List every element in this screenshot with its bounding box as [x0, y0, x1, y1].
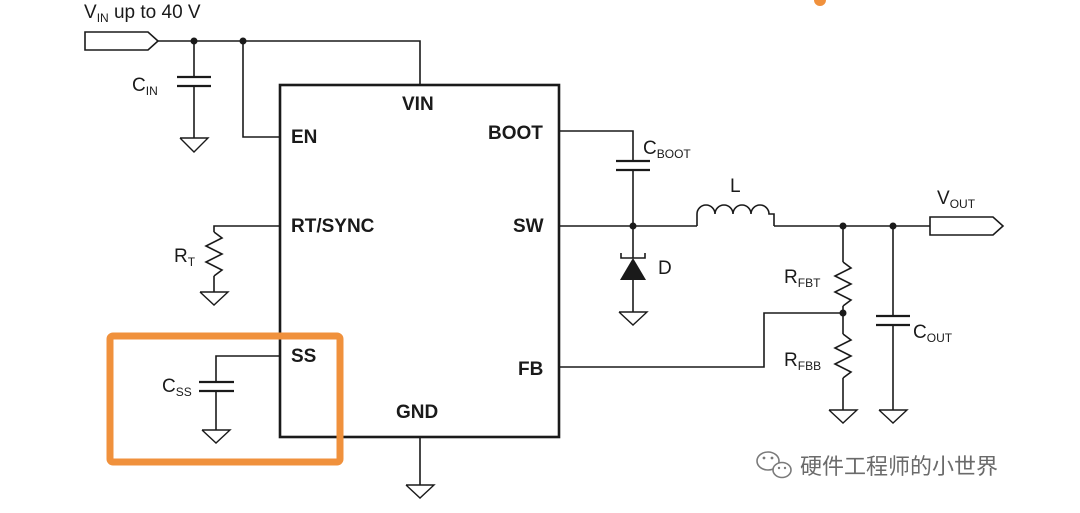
decorative-dot	[814, 0, 826, 6]
rfbt-resistor	[833, 261, 853, 307]
pin-vin: VIN	[402, 94, 434, 115]
en-wire	[242, 41, 280, 138]
wechat-icon	[756, 451, 792, 479]
pin-gnd: GND	[396, 402, 438, 423]
rfbb-resistor	[833, 333, 853, 379]
pin-ss: SS	[291, 346, 316, 367]
vout-label: VOUT	[937, 188, 976, 211]
ground-icon	[199, 291, 230, 306]
inductor-icon	[696, 204, 775, 226]
ic-body	[278, 83, 561, 439]
ground-icon	[618, 311, 649, 326]
cboot-label: CBOOT	[643, 138, 691, 161]
rfbb-label: RFBB	[784, 350, 821, 373]
pin-sw: SW	[513, 216, 544, 237]
rt-label: RT	[174, 246, 196, 269]
inductor-label: L	[730, 176, 741, 197]
cin-label: CIN	[132, 75, 158, 98]
ground-icon	[201, 429, 232, 444]
rfbt-label: RFBT	[784, 267, 821, 290]
ground-icon	[405, 484, 436, 499]
ss-highlight-box	[106, 332, 344, 466]
vin-rail	[158, 40, 421, 85]
ground-icon	[828, 409, 859, 424]
ground-icon	[179, 137, 210, 153]
junction-dot	[839, 309, 847, 317]
vin-input-arrow	[84, 31, 160, 51]
pin-en: EN	[291, 127, 317, 148]
vin-label: VIN up to 40 V	[84, 2, 201, 25]
pin-rt-sync: RT/SYNC	[291, 216, 375, 237]
ground-icon	[878, 409, 909, 424]
diode-label: D	[658, 258, 672, 279]
css-label: CSS	[162, 376, 192, 399]
pin-fb: FB	[518, 359, 543, 380]
vout-output-arrow	[929, 216, 1005, 236]
cout-label: COUT	[913, 322, 953, 345]
watermark-text: 硬件工程师的小世界	[800, 455, 998, 480]
pin-boot: BOOT	[488, 123, 543, 144]
diode-icon	[620, 258, 646, 280]
fb-wire	[559, 312, 843, 368]
rt-resistor	[204, 231, 224, 277]
